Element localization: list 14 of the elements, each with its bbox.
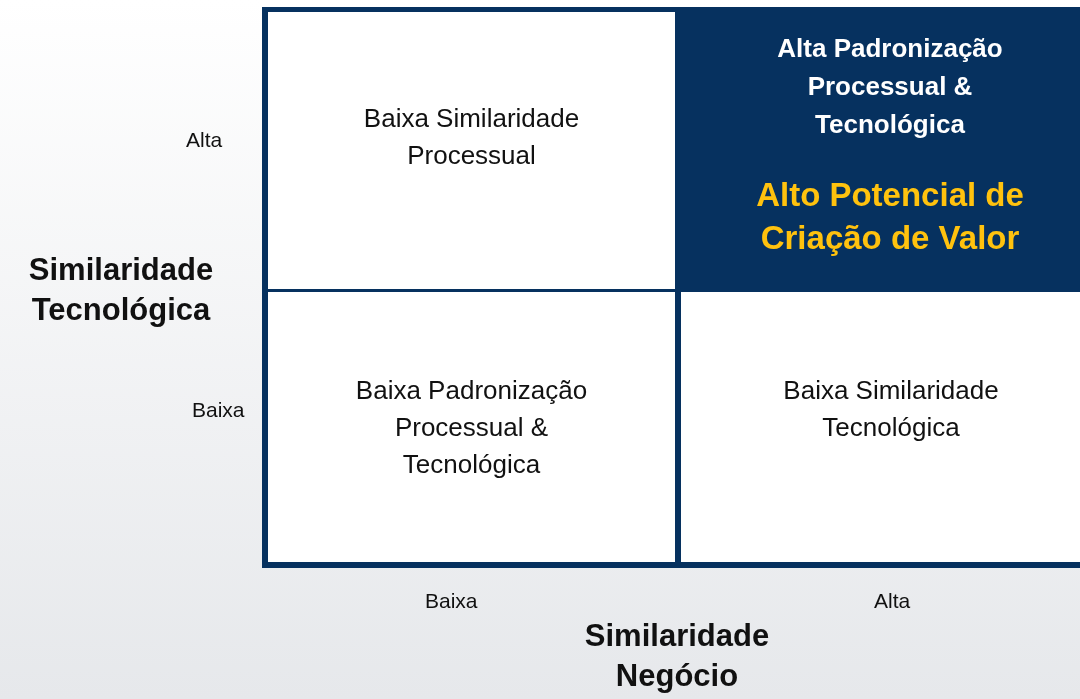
axis-title: Similaridade Negócio [583,617,771,695]
quadrant-highlight: Alto Potencial de Criação de Valor [755,175,1025,258]
axis-title: Similaridade Tecnológica [27,251,215,329]
axis-tick-label: Alta [874,589,911,613]
quadrant-text: Baixa Padronização Processual & Tecnológica [354,374,589,481]
quadrant-cell [268,12,675,289]
axis-tick-label: Baixa [425,589,478,613]
axis-tick-label: Alta [186,128,223,152]
quadrant-heading: Alta Padronização Processual & Tecnológica [776,32,1004,141]
quadrant-text: Baixa Similaridade Tecnológica [782,374,1000,444]
quadrant-text: Baixa Similaridade Processual [362,102,581,172]
quadrant-cell [681,292,1080,562]
axis-tick-label: Baixa [192,398,245,422]
quadrant-cell [268,292,675,562]
